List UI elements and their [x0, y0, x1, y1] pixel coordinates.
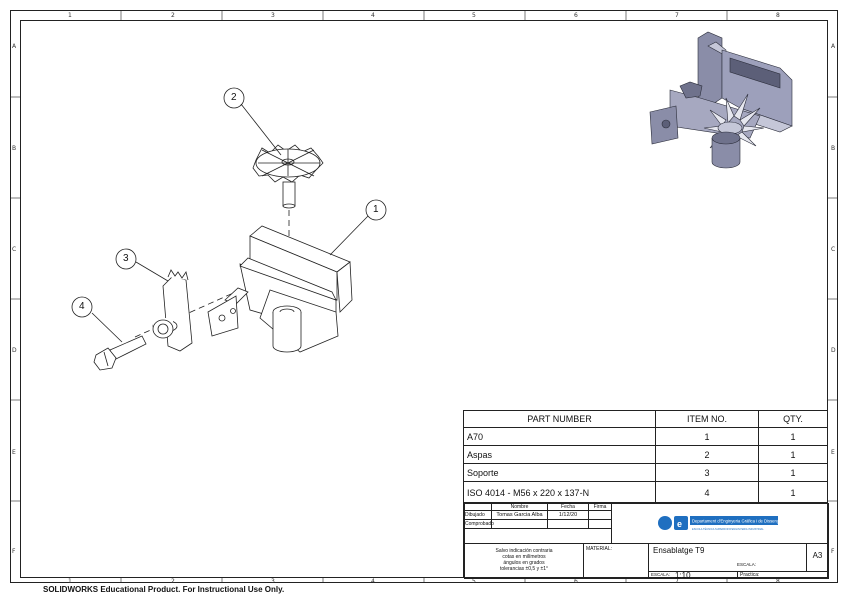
bom-qty: 1: [758, 445, 828, 464]
zone-col-4: 4: [371, 12, 375, 19]
bom-part: Soporte: [463, 463, 656, 482]
tb-title: Ensablatge T9: [653, 546, 705, 555]
zone-row-a-right: A: [831, 43, 836, 50]
zone-row-e: E: [12, 449, 16, 456]
zone-col-4-bottom: 4: [371, 578, 375, 585]
zone-row-c-right: C: [831, 246, 836, 253]
zone-col-8: 8: [776, 12, 780, 19]
zone-col-8-bottom: 8: [776, 578, 780, 585]
bom-row: Aspas 2 1: [463, 445, 828, 464]
bom-row: Soporte 3 1: [463, 463, 828, 482]
logo-dept-sub: ESCOLA TÈCNICA SUPERIOR D'ENGINYERIA IND…: [692, 526, 764, 531]
zone-row-d-right: D: [831, 347, 836, 354]
zone-col-5-bottom: 5: [472, 578, 476, 585]
bom-item: 3: [655, 463, 759, 482]
zone-row-f-right: F: [831, 548, 835, 555]
zone-col-6-bottom: 6: [574, 578, 578, 585]
zone-row-d: D: [12, 347, 17, 354]
tb-note-line: ángulos en grados: [503, 560, 545, 566]
tb-escala-label: ESCALA:: [737, 562, 757, 567]
zone-row-f: F: [12, 548, 16, 555]
bom-item: 1: [655, 427, 759, 446]
bom-part: ISO 4014 - M56 x 220 x 137-N: [463, 481, 656, 504]
tb-scale-label: ESCALA:: [651, 572, 671, 577]
zone-col-6: 6: [574, 12, 578, 19]
bom-qty: 1: [758, 481, 828, 504]
zone-col-2: 2: [171, 12, 175, 19]
zone-col-3: 3: [271, 12, 275, 19]
part-iso-bolt: [93, 335, 147, 371]
sheet-border-inner: [20, 20, 828, 578]
zone-row-e-right: E: [831, 449, 835, 456]
bom-part: A70: [463, 427, 656, 446]
zone-col-1-bottom: 1: [68, 578, 72, 585]
zone-row-b: B: [12, 145, 17, 152]
part-aspas: [252, 144, 324, 209]
department-logo: e Departament d'Enginyeria Gràfica i de …: [658, 516, 780, 531]
svg-text:e: e: [677, 519, 682, 529]
tb-note-line: Salvo indicación contraria: [495, 548, 553, 554]
balloon-4: 4: [79, 301, 85, 312]
tb-scale: 1:10: [675, 571, 691, 580]
zone-col-5: 5: [472, 12, 476, 19]
tb-practica: Practica:: [737, 571, 829, 579]
zone-row-b-right: B: [831, 145, 836, 152]
bom-qty: 1: [758, 427, 828, 446]
balloon-2: 2: [231, 92, 237, 103]
tb-general-note: Salvo indicación contraria cotas en milí…: [464, 543, 584, 579]
part-soporte: [152, 269, 193, 352]
balloon-1: 1: [373, 204, 379, 215]
zone-col-7: 7: [675, 12, 679, 19]
zone-row-c: C: [12, 246, 17, 253]
bom-qty: 1: [758, 463, 828, 482]
isometric-shaded-view: [649, 31, 793, 169]
tb-empty-row: [464, 528, 612, 544]
bom-header-row: PART NUMBER ITEM NO. QTY.: [463, 410, 828, 428]
zone-col-7-bottom: 7: [675, 578, 679, 585]
tb-title-cell: Ensablatge T9 ESCALA:: [648, 543, 807, 572]
zone-col-3-bottom: 3: [271, 578, 275, 585]
tb-material: MATERIAL:: [583, 543, 649, 579]
bom-row: ISO 4014 - M56 x 220 x 137-N 4 1: [463, 481, 828, 504]
tb-note-line: cotas en milímetros: [502, 554, 546, 560]
bom-header-part-number: PART NUMBER: [463, 410, 656, 428]
educational-watermark: SOLIDWORKS Educational Product. For Inst…: [43, 585, 285, 594]
bom-item: 2: [655, 445, 759, 464]
tb-scale-cell: ESCALA: 1:10: [648, 571, 738, 580]
tb-sheet-size: A3: [806, 543, 829, 572]
zone-row-a: A: [12, 43, 17, 50]
balloon-3: 3: [123, 253, 129, 264]
logo-dept-name: Departament d'Enginyeria Gràfica i de Di…: [692, 519, 780, 524]
title-block: Nombre Fecha Firma Dibujado Tomas Garcia…: [463, 502, 829, 580]
bom-header-item-no: ITEM NO.: [655, 410, 759, 428]
zone-col-2-bottom: 2: [171, 578, 175, 585]
bom-item: 4: [655, 481, 759, 504]
bom-part: Aspas: [463, 445, 656, 464]
bom-row: A70 1 1: [463, 427, 828, 446]
part-a70-support: [207, 225, 353, 353]
bom-header-qty: QTY.: [758, 410, 828, 428]
tb-note-line: tolerancias ±0,5 y ±1°: [499, 566, 549, 572]
bill-of-materials: PART NUMBER ITEM NO. QTY. A70 1 1 Aspas …: [463, 410, 828, 504]
zone-col-1: 1: [68, 12, 72, 19]
